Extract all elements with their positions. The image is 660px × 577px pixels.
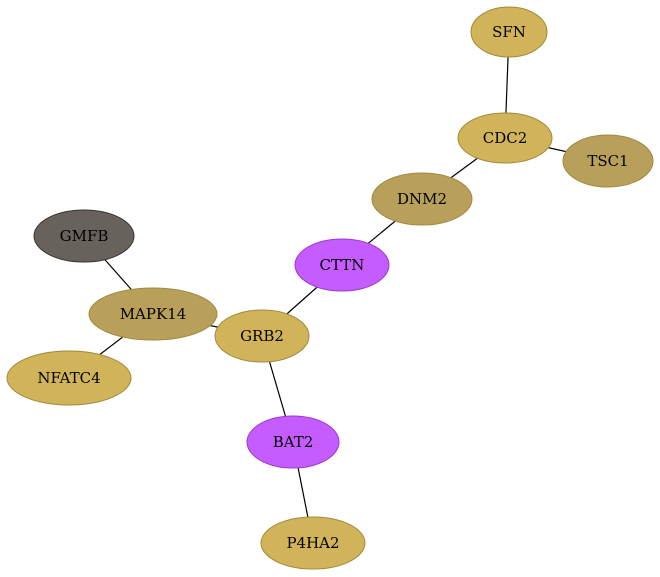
node-label: GMFB — [60, 227, 109, 245]
node-label: NFATC4 — [37, 369, 100, 387]
node-label: TSC1 — [587, 152, 628, 170]
node-label: CDC2 — [483, 129, 528, 147]
node-shape — [6, 350, 132, 406]
node-tsc1[interactable]: TSC1 — [562, 134, 654, 188]
node-shape — [33, 209, 135, 263]
node-label: BAT2 — [273, 433, 314, 451]
node-cdc2[interactable]: CDC2 — [457, 112, 553, 164]
node-cttn[interactable]: CTTN — [294, 238, 390, 292]
node-dnm2[interactable]: DNM2 — [371, 172, 473, 226]
node-label: SFN — [492, 23, 526, 41]
node-mapk14[interactable]: MAPK14 — [88, 287, 218, 341]
node-shape — [214, 309, 310, 363]
node-shape — [88, 287, 218, 341]
node-label: GRB2 — [240, 327, 284, 345]
node-label: P4HA2 — [286, 534, 339, 552]
node-p4ha2[interactable]: P4HA2 — [260, 516, 366, 570]
node-label: MAPK14 — [120, 305, 187, 323]
node-shape — [457, 112, 553, 164]
node-shape — [294, 238, 390, 292]
node-sfn[interactable]: SFN — [470, 6, 548, 58]
node-shape — [260, 516, 366, 570]
node-gmfb[interactable]: GMFB — [33, 209, 135, 263]
node-shape — [562, 134, 654, 188]
node-shape — [470, 6, 548, 58]
node-label: CTTN — [320, 256, 365, 274]
node-shape — [246, 415, 340, 469]
node-bat2[interactable]: BAT2 — [246, 415, 340, 469]
node-shape — [371, 172, 473, 226]
node-nfatc4[interactable]: NFATC4 — [6, 350, 132, 406]
node-label: DNM2 — [397, 190, 447, 208]
node-grb2[interactable]: GRB2 — [214, 309, 310, 363]
